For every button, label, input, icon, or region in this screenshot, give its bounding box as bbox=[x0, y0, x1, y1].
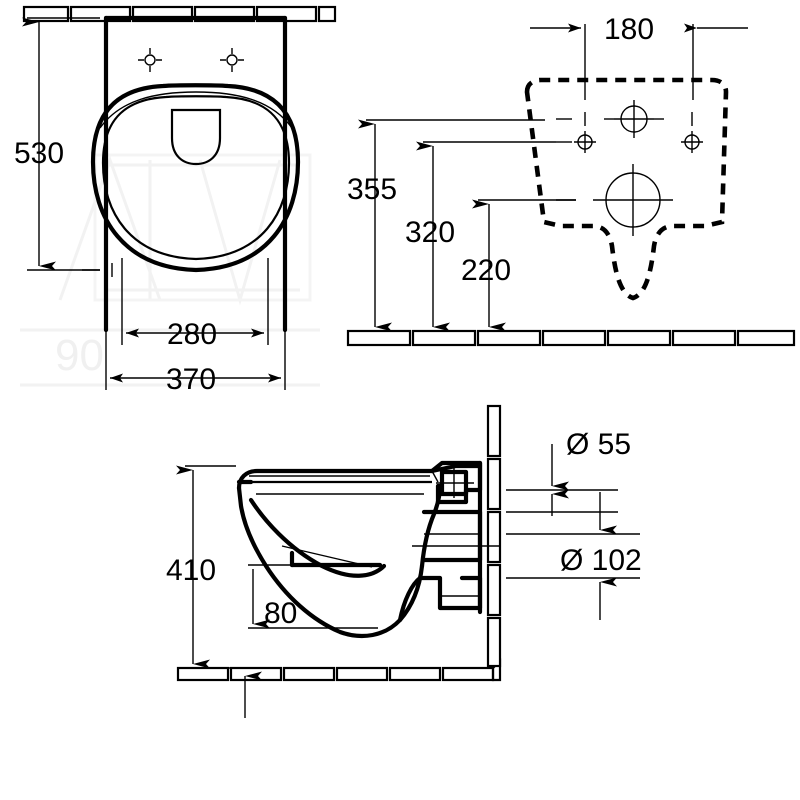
plan-fixing-hole-left bbox=[138, 48, 162, 72]
section-dim-410: 410 bbox=[166, 465, 236, 669]
section-dim-410-label: 410 bbox=[166, 554, 216, 587]
plan-dim-530-label: 530 bbox=[14, 137, 64, 170]
section-dim-dia102: Ø 102 bbox=[560, 492, 642, 620]
plan-dim-370: 370 bbox=[105, 330, 286, 396]
plan-dim-280: 280 bbox=[121, 258, 269, 351]
front-dim-355: 355 bbox=[347, 119, 545, 332]
section-view: 410 80 Ø 55 Ø 102 bbox=[166, 404, 642, 718]
front-view: 180 355 320 220 bbox=[346, 13, 796, 347]
front-dim-220-label: 220 bbox=[461, 254, 511, 287]
plan-dim-280-label: 280 bbox=[167, 318, 217, 351]
section-dim-dia102-label: Ø 102 bbox=[560, 544, 642, 577]
section-dim-80: 80 bbox=[248, 564, 378, 630]
section-dim-dia55: Ø 55 bbox=[551, 428, 631, 516]
front-dim-220: 220 bbox=[461, 199, 576, 332]
front-dim-180: 180 bbox=[530, 13, 748, 100]
front-fixing-right bbox=[681, 131, 703, 153]
plan-fixing-hole-right bbox=[220, 48, 244, 72]
plan-seat-outline bbox=[90, 83, 301, 273]
front-dim-180-label: 180 bbox=[604, 13, 654, 46]
plan-view: 530 280 370 bbox=[14, 5, 337, 396]
front-fixing-center bbox=[614, 100, 654, 138]
plan-seat-lid-crease bbox=[99, 91, 293, 129]
plan-witness-ticks bbox=[82, 258, 286, 277]
section-dim-dia55-label: Ø 55 bbox=[566, 428, 631, 461]
plan-seat-inner-ring bbox=[101, 95, 291, 261]
plan-dim-370-label: 370 bbox=[166, 363, 216, 396]
watermark-text: 90 bbox=[55, 331, 104, 380]
front-dim-320-label: 320 bbox=[405, 216, 455, 249]
front-outlet-circle bbox=[593, 164, 673, 236]
section-flush-connection bbox=[397, 460, 500, 623]
front-dim-320: 320 bbox=[405, 141, 556, 332]
section-dim-80-label: 80 bbox=[264, 597, 297, 630]
front-fixing-left bbox=[574, 131, 596, 153]
plan-body-outline bbox=[103, 15, 288, 333]
front-dim-355-label: 355 bbox=[347, 173, 397, 206]
front-dashed-outline bbox=[524, 77, 729, 301]
plan-dim-530: 530 bbox=[14, 17, 100, 271]
front-floor-hatch bbox=[346, 329, 796, 347]
section-wall-hatch bbox=[486, 404, 502, 668]
plan-bowl-opening bbox=[170, 108, 222, 166]
